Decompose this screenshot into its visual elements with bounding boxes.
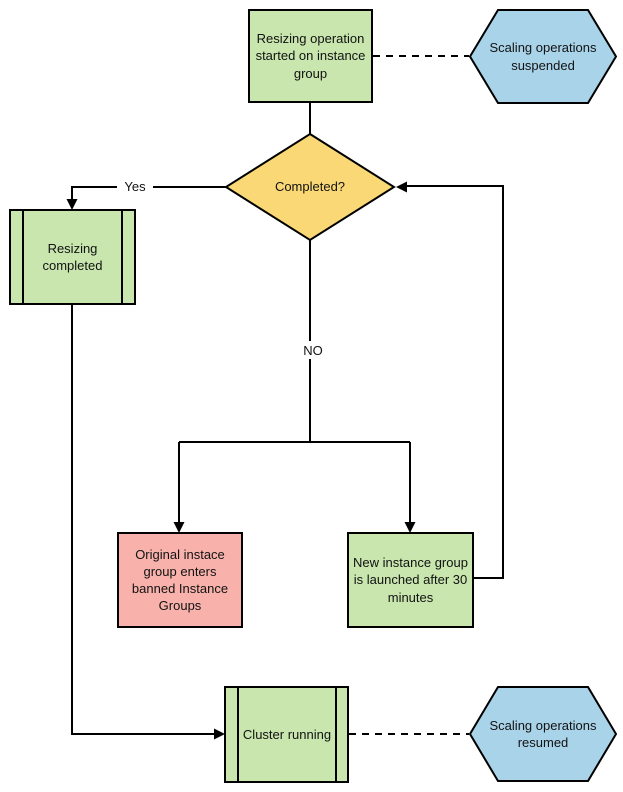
node-completed-diamond bbox=[224, 132, 396, 242]
node-cluster-running bbox=[224, 686, 349, 783]
arrowhead-cluster-right bbox=[214, 728, 225, 740]
node-resumed-hexagon bbox=[468, 686, 618, 782]
arrowhead-loop-left bbox=[396, 181, 407, 193]
node-start bbox=[248, 9, 373, 103]
arrowhead-newgroup-down bbox=[404, 522, 416, 533]
arrowhead-banned-down bbox=[173, 522, 185, 533]
edge-loop-back bbox=[406, 185, 504, 579]
arrowhead-yes-down bbox=[66, 199, 78, 210]
edge-to-cluster bbox=[71, 304, 215, 735]
node-new-group bbox=[347, 532, 474, 628]
node-banned bbox=[117, 532, 243, 628]
edge-label-no: NO bbox=[295, 341, 331, 359]
edge-label-yes: Yes bbox=[117, 177, 153, 195]
node-resizing-completed bbox=[9, 209, 136, 305]
node-suspended-hexagon bbox=[468, 9, 618, 104]
edge-yes bbox=[71, 186, 227, 200]
